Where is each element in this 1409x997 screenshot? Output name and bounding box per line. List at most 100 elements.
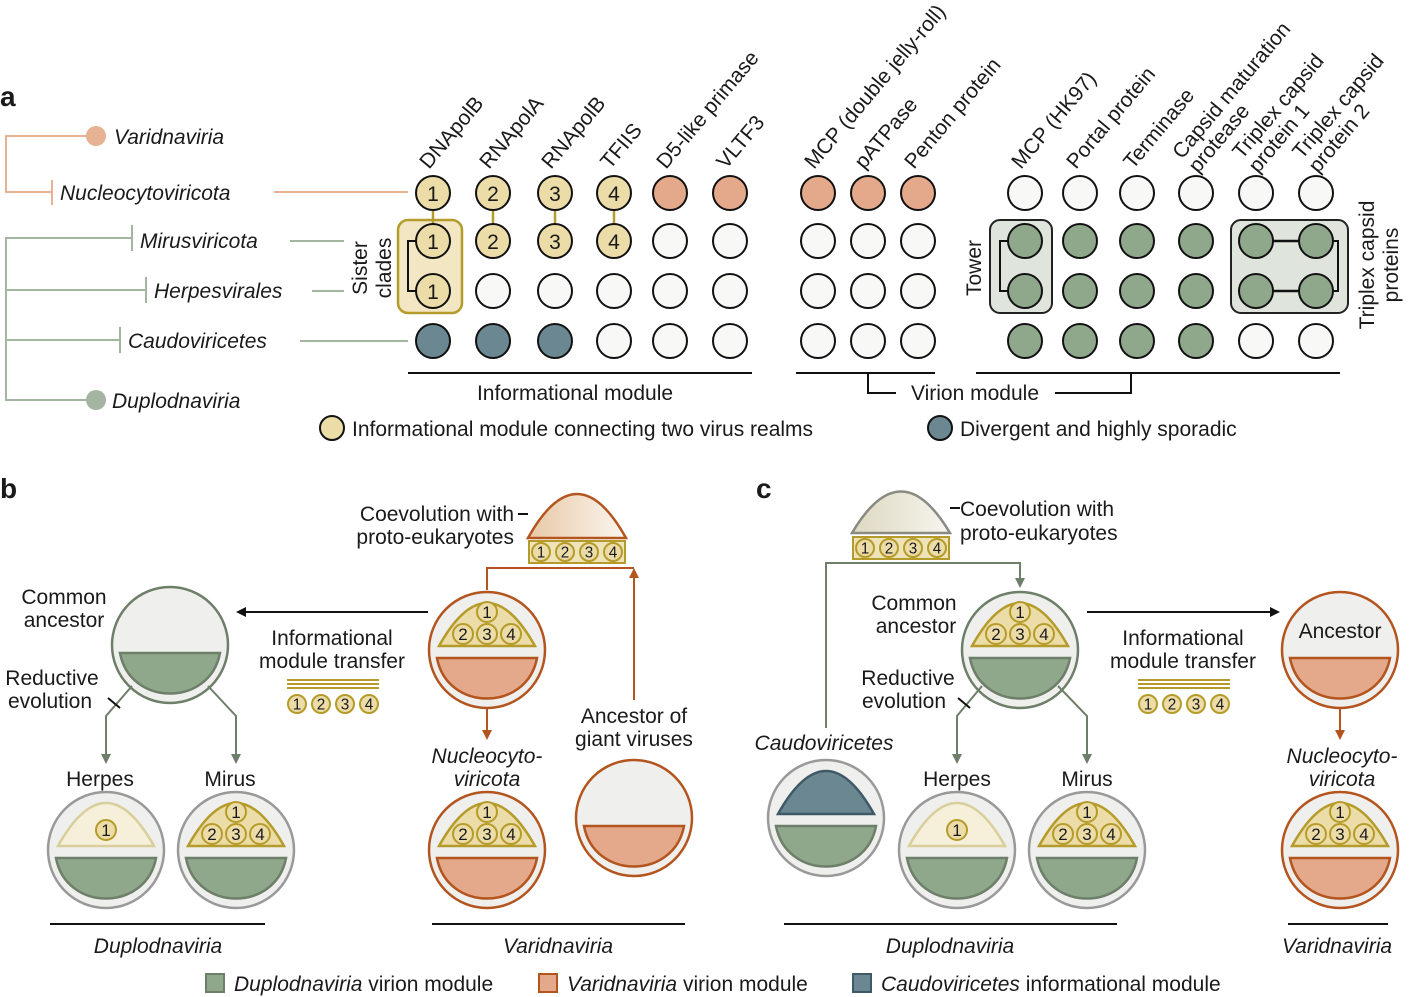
matrix-cell	[712, 223, 748, 259]
virion-module-label: Virion module	[911, 382, 1039, 405]
coevolution-label: proto-eukaryotes	[356, 526, 514, 549]
herpes-label: Herpes	[923, 768, 991, 791]
matrix-cell-number: 1	[427, 183, 439, 206]
matrix-cell	[475, 273, 511, 309]
matrix-cell-number: 2	[487, 183, 499, 206]
realm-label-duplodnaviria: Duplodnaviria	[886, 935, 1014, 958]
matrix-cell-number: 4	[608, 183, 620, 206]
panel-label-b: b	[0, 473, 17, 504]
matrix-cell	[1007, 323, 1043, 359]
panel-label-c: c	[756, 473, 772, 504]
module-token-number: 1	[537, 544, 546, 561]
module-token	[927, 538, 947, 558]
module-token-number: 3	[1192, 696, 1201, 713]
matrix-cell	[475, 323, 511, 359]
module-token	[311, 694, 331, 714]
module-token	[1329, 823, 1351, 845]
module-token	[1329, 801, 1351, 823]
legend-label-varid: Varidnaviria virion module	[567, 973, 808, 996]
module-token	[555, 542, 575, 562]
column-label: TFIIS	[596, 119, 647, 173]
matrix-cell	[1119, 175, 1155, 211]
reductive-label: evolution	[862, 690, 946, 713]
tree-label-herpesvirales: Herpesvirales	[154, 280, 283, 303]
matrix-cell	[1238, 273, 1274, 309]
matrix-cell	[1178, 175, 1214, 211]
matrix-cell	[800, 273, 836, 309]
module-token	[476, 601, 498, 623]
matrix-cell	[652, 223, 688, 259]
matrix-cell	[415, 273, 451, 309]
matrix-cell	[900, 273, 936, 309]
module-token-number: 4	[609, 544, 618, 561]
module-token	[1009, 601, 1031, 623]
module-token	[1052, 823, 1074, 845]
module-token	[249, 823, 271, 845]
matrix-cell	[596, 223, 632, 259]
matrix-cell	[415, 223, 451, 259]
matrix-cell	[1178, 223, 1214, 259]
module-token	[225, 823, 247, 845]
reductive-label: evolution	[8, 690, 92, 713]
module-token	[946, 819, 968, 841]
tree-branch-varid	[5, 135, 96, 193]
module-token-number: 1	[1015, 603, 1024, 622]
module-token-number: 1	[101, 821, 110, 840]
legend-yellow-swatch	[319, 415, 345, 441]
virion-module-bowl	[774, 824, 878, 868]
module-token-number: 3	[1335, 825, 1344, 844]
module-token	[985, 623, 1007, 645]
module-token-number: 3	[231, 825, 240, 844]
reductive-label: Reductive	[5, 667, 98, 690]
matrix-cell-number: 3	[549, 183, 561, 206]
module-token-number: 2	[207, 825, 216, 844]
leader-line	[957, 697, 971, 709]
matrix-cell	[596, 175, 632, 211]
reductive-label: Reductive	[861, 667, 954, 690]
matrix-cell	[900, 175, 936, 211]
coevolution-label: Coevolution with	[960, 498, 1114, 521]
module-token	[95, 819, 117, 841]
herpes-label: Herpes	[66, 768, 134, 791]
evolution-arrow	[207, 685, 241, 764]
module-token	[500, 823, 522, 845]
matrix-cell	[652, 273, 688, 309]
module-token	[903, 538, 923, 558]
duplodnaviria-node	[86, 390, 106, 410]
matrix-cell	[415, 323, 451, 359]
sister-clades-label: clades	[373, 238, 396, 299]
module-token-number: 2	[561, 544, 570, 561]
matrix-cell	[652, 323, 688, 359]
module-token	[201, 823, 223, 845]
module-token-number: 2	[885, 540, 894, 557]
module-token	[1138, 694, 1158, 714]
coevolution-dome	[849, 490, 953, 535]
virion-module-bowl	[184, 856, 288, 900]
matrix-cell	[850, 223, 886, 259]
virion-module-bowl	[1035, 856, 1139, 900]
matrix-cell	[1178, 323, 1214, 359]
matrix-cell	[900, 223, 936, 259]
module-token	[1009, 623, 1031, 645]
module-token-number: 4	[933, 540, 942, 557]
matrix-cell	[1178, 273, 1214, 309]
legend-label-duplo: Duplodnaviria virion module	[234, 973, 493, 996]
nucleo-label: Nucleocyto-	[1287, 745, 1398, 768]
module-token-number: 4	[506, 825, 515, 844]
matrix-cell	[800, 323, 836, 359]
matrix-cell	[1238, 223, 1274, 259]
matrix-cell	[1007, 223, 1043, 259]
legend-module: virion module	[677, 973, 808, 996]
giant-label: Ancestor of	[581, 705, 687, 728]
leader-line	[107, 697, 121, 709]
tree-label-caudoviricetes: Caudoviricetes	[128, 330, 267, 353]
tree-branch-duplo	[5, 237, 132, 401]
virion-bracket	[1055, 373, 1132, 394]
informational-module-label: Informational module	[477, 382, 673, 405]
module-token	[452, 823, 474, 845]
varidnaviria-node	[86, 126, 106, 146]
transfer-label: module transfer	[1110, 650, 1256, 673]
matrix-cell-number: 4	[608, 231, 620, 254]
matrix-cell	[850, 175, 886, 211]
module-token-number: 2	[458, 625, 467, 644]
